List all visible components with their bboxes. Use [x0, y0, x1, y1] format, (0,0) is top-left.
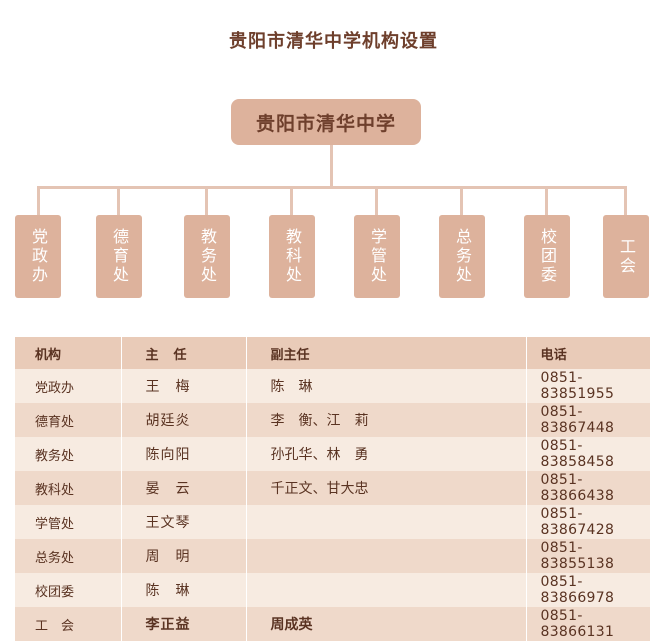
- cell-deputy: 周成英: [245, 607, 526, 641]
- dept-box: 总务处: [439, 215, 485, 298]
- connector-drop: [205, 186, 208, 216]
- dept-box: 教科处: [269, 215, 315, 298]
- cell-head: 王文琴: [120, 505, 246, 539]
- cell-head: 周 明: [120, 539, 246, 573]
- cell-phone: 0851-83867448: [525, 403, 650, 437]
- header-org: 机构: [15, 337, 121, 369]
- connector-drop: [290, 186, 293, 216]
- cell-deputy: 孙孔华、林 勇: [245, 437, 526, 471]
- dept-label: 教务处: [198, 228, 217, 285]
- table-row: 党政办 王 梅 陈 琳 0851-83851955: [15, 369, 650, 403]
- cell-deputy: 千正文、甘大忠: [245, 471, 526, 505]
- cell-org: 德育处: [15, 403, 121, 437]
- header-phone: 电话: [525, 337, 650, 369]
- cell-deputy: 陈 琳: [245, 369, 526, 403]
- cell-phone: 0851-83867428: [525, 505, 650, 539]
- table-row: 教务处 陈向阳 孙孔华、林 勇 0851-83858458: [15, 437, 650, 471]
- dept-label: 德育处: [110, 228, 129, 285]
- dept-box: 德育处: [96, 215, 142, 298]
- cell-org: 教务处: [15, 437, 121, 471]
- dept-label: 党政办: [29, 228, 48, 285]
- dept-label: 教科处: [283, 228, 302, 285]
- cell-org: 党政办: [15, 369, 121, 403]
- cell-deputy-text: 周成英: [270, 617, 313, 633]
- dept-box: 工会: [603, 215, 649, 298]
- cell-deputy: 李 衡、江 莉: [245, 403, 526, 437]
- connector-drop: [375, 186, 378, 216]
- table-row: 工 会 李正益 周成英 0851-83866131: [15, 607, 650, 641]
- header-deputy: 副主任: [245, 337, 526, 369]
- dept-label: 校团委: [538, 228, 557, 285]
- cell-head-text: 李正益: [145, 617, 191, 633]
- cell-org: 总务处: [15, 539, 121, 573]
- table-row: 学管处 王文琴 0851-83867428: [15, 505, 650, 539]
- org-root-label: 贵阳市清华中学: [255, 112, 396, 135]
- cell-head: 李正益: [120, 607, 246, 641]
- cell-head: 晏 云: [120, 471, 246, 505]
- connector-drop: [624, 186, 627, 216]
- connector-horizontal: [37, 186, 627, 189]
- cell-org: 教科处: [15, 471, 121, 505]
- dept-box: 学管处: [354, 215, 400, 298]
- cell-phone: 0851-83851955: [525, 369, 650, 403]
- cell-phone: 0851-83855138: [525, 539, 650, 573]
- table-row: 总务处 周 明 0851-83855138: [15, 539, 650, 573]
- connector-drop: [117, 186, 120, 216]
- header-head: 主 任: [120, 337, 246, 369]
- cell-deputy: [245, 573, 526, 607]
- page-title: 贵阳市清华中学机构设置: [229, 31, 438, 52]
- cell-phone: 0851-83866131: [525, 607, 650, 641]
- connector-drop: [545, 186, 548, 216]
- cell-deputy: [245, 539, 526, 573]
- table-header-row: 机构 主 任 副主任 电话: [15, 337, 650, 369]
- cell-org: 校团委: [15, 573, 121, 607]
- cell-phone: 0851-83858458: [525, 437, 650, 471]
- dept-label: 总务处: [453, 228, 472, 285]
- connector-drop: [460, 186, 463, 216]
- cell-head: 陈向阳: [120, 437, 246, 471]
- dept-box: 党政办: [15, 215, 61, 298]
- table-row: 德育处 胡廷炎 李 衡、江 莉 0851-83867448: [15, 403, 650, 437]
- cell-head: 胡廷炎: [120, 403, 246, 437]
- cell-deputy: [245, 505, 526, 539]
- dept-box: 教务处: [184, 215, 230, 298]
- cell-phone: 0851-83866978: [525, 573, 650, 607]
- cell-org: 学管处: [15, 505, 121, 539]
- connector-root-vertical: [330, 145, 333, 187]
- dept-box: 校团委: [524, 215, 570, 298]
- table-row: 教科处 晏 云 千正文、甘大忠 0851-83866438: [15, 471, 650, 505]
- connector-drop: [37, 186, 40, 216]
- org-root-box: 贵阳市清华中学: [231, 99, 421, 145]
- cell-phone: 0851-83866438: [525, 471, 650, 505]
- dept-label: 工会: [617, 237, 636, 276]
- directory-table: 机构 主 任 副主任 电话 党政办 王 梅 陈 琳 0851-83851955 …: [15, 337, 650, 641]
- table-row: 校团委 陈 琳 0851-83866978: [15, 573, 650, 607]
- dept-label: 学管处: [368, 228, 387, 285]
- cell-head: 陈 琳: [120, 573, 246, 607]
- cell-org: 工 会: [15, 607, 121, 641]
- cell-head: 王 梅: [120, 369, 246, 403]
